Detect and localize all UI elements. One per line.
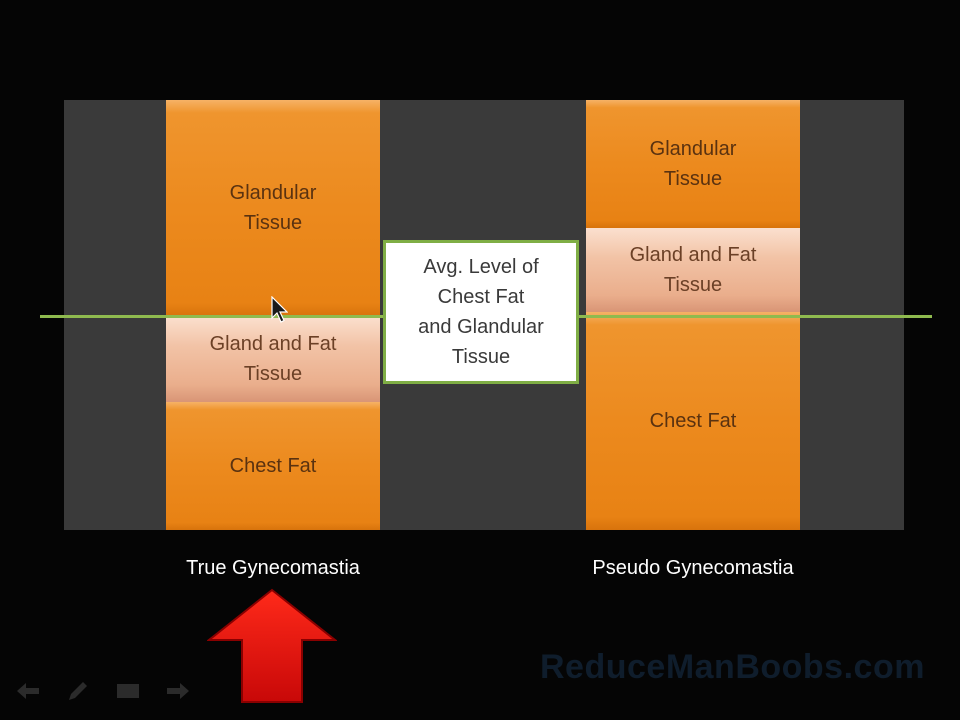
- forward-arrow-icon[interactable]: [162, 678, 194, 704]
- slideshow-toolbar: [12, 678, 194, 704]
- arrow-up-icon: [206, 588, 338, 709]
- true-chest-fat-segment: Chest Fat: [166, 402, 380, 530]
- true-glandular-label: Glandular Tissue: [229, 182, 317, 234]
- pseudo-chest-fat-label: Chest Fat: [649, 410, 737, 432]
- slides-icon[interactable]: [112, 678, 144, 704]
- pen-icon[interactable]: [62, 678, 94, 704]
- average-level-label: Avg. Level of Chest Fat and Glandular Ti…: [418, 256, 544, 368]
- watermark: ReduceManBoobs.com: [540, 648, 925, 686]
- back-arrow-icon[interactable]: [12, 678, 44, 704]
- pseudo-gland-fat-label: Gland and Fat Tissue: [629, 244, 757, 296]
- pseudo-chest-fat-segment: Chest Fat: [586, 312, 800, 530]
- pseudo-gland-fat-segment: Gland and Fat Tissue: [586, 228, 800, 312]
- true-gland-fat-segment: Gland and Fat Tissue: [166, 316, 380, 402]
- pseudo-gynecomastia-column: Glandular Tissue Gland and Fat Tissue Ch…: [586, 100, 800, 530]
- true-gynecomastia-column: Glandular Tissue Gland and Fat Tissue Ch…: [166, 100, 380, 530]
- mouse-cursor-icon: [270, 295, 289, 329]
- pseudo-gynecomastia-caption: Pseudo Gynecomastia: [592, 557, 794, 579]
- true-chest-fat-label: Chest Fat: [229, 455, 317, 477]
- true-gynecomastia-caption: True Gynecomastia: [186, 557, 360, 579]
- average-level-box: Avg. Level of Chest Fat and Glandular Ti…: [383, 240, 579, 384]
- pseudo-glandular-segment: Glandular Tissue: [586, 100, 800, 228]
- true-gland-fat-label: Gland and Fat Tissue: [209, 333, 337, 385]
- true-glandular-segment: Glandular Tissue: [166, 100, 380, 316]
- pseudo-glandular-label: Glandular Tissue: [649, 138, 737, 190]
